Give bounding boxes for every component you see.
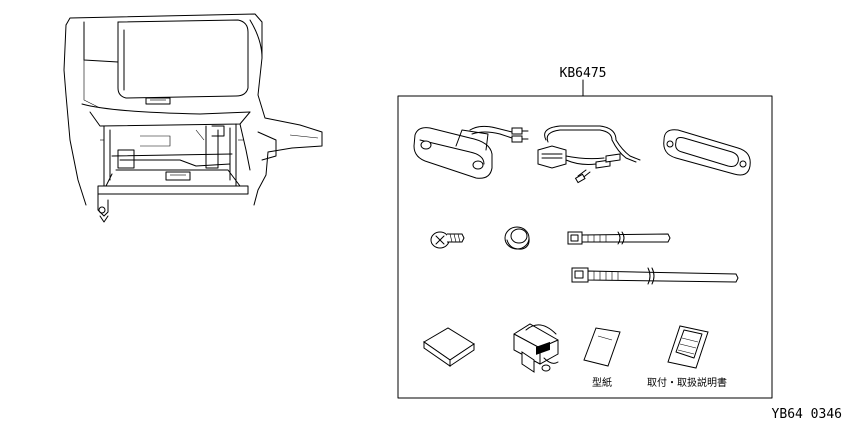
lamp-bezel-part xyxy=(663,129,751,176)
manual-label: 取付・取扱説明書 xyxy=(647,376,727,389)
splice-connector-part xyxy=(513,323,559,373)
figure-code: YB64 0346 xyxy=(772,407,842,422)
kit-part-number: KB6475 xyxy=(560,66,607,81)
kit-box xyxy=(397,79,773,399)
instruction-manual-part xyxy=(667,325,709,369)
kit-frame xyxy=(397,95,773,399)
lamp-housing-part xyxy=(413,125,529,179)
wire-harness-part xyxy=(537,125,641,184)
cable-tie-long-part xyxy=(571,267,739,285)
cable-tie-short-part xyxy=(567,231,671,245)
dashboard-glovebox-illustration xyxy=(63,13,323,223)
cleaning-pad-part xyxy=(423,327,475,367)
screw-part xyxy=(430,231,465,249)
template-sheet-part xyxy=(583,327,621,367)
grommet-part xyxy=(504,226,530,250)
template-label: 型紙 xyxy=(592,376,612,389)
